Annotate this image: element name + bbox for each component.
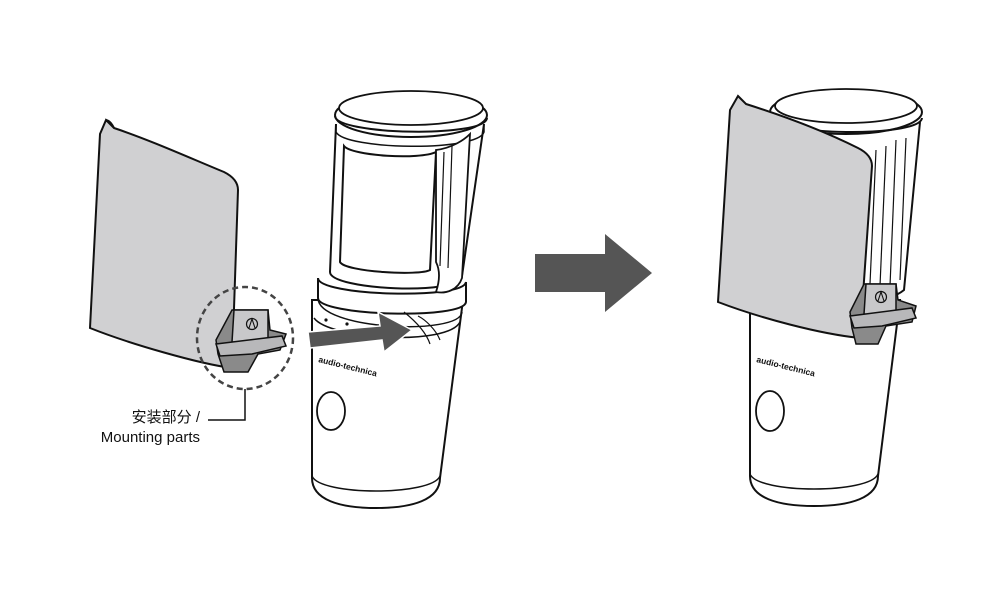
microphone-left: audio-technica [311,90,488,510]
callout-label-japanese: 安装部分 / [131,409,200,426]
insert-arrow-icon [307,310,414,354]
pop-shield-right [716,94,874,340]
mounting-parts-callout-circle [195,285,295,391]
pop-shield-left [88,118,240,370]
mounting-part-left [214,309,288,373]
step-arrow-icon [535,234,652,312]
mounting-part-right [849,283,918,345]
callout-leader-line [208,389,246,421]
callout-label-english: Mounting parts [100,429,200,446]
